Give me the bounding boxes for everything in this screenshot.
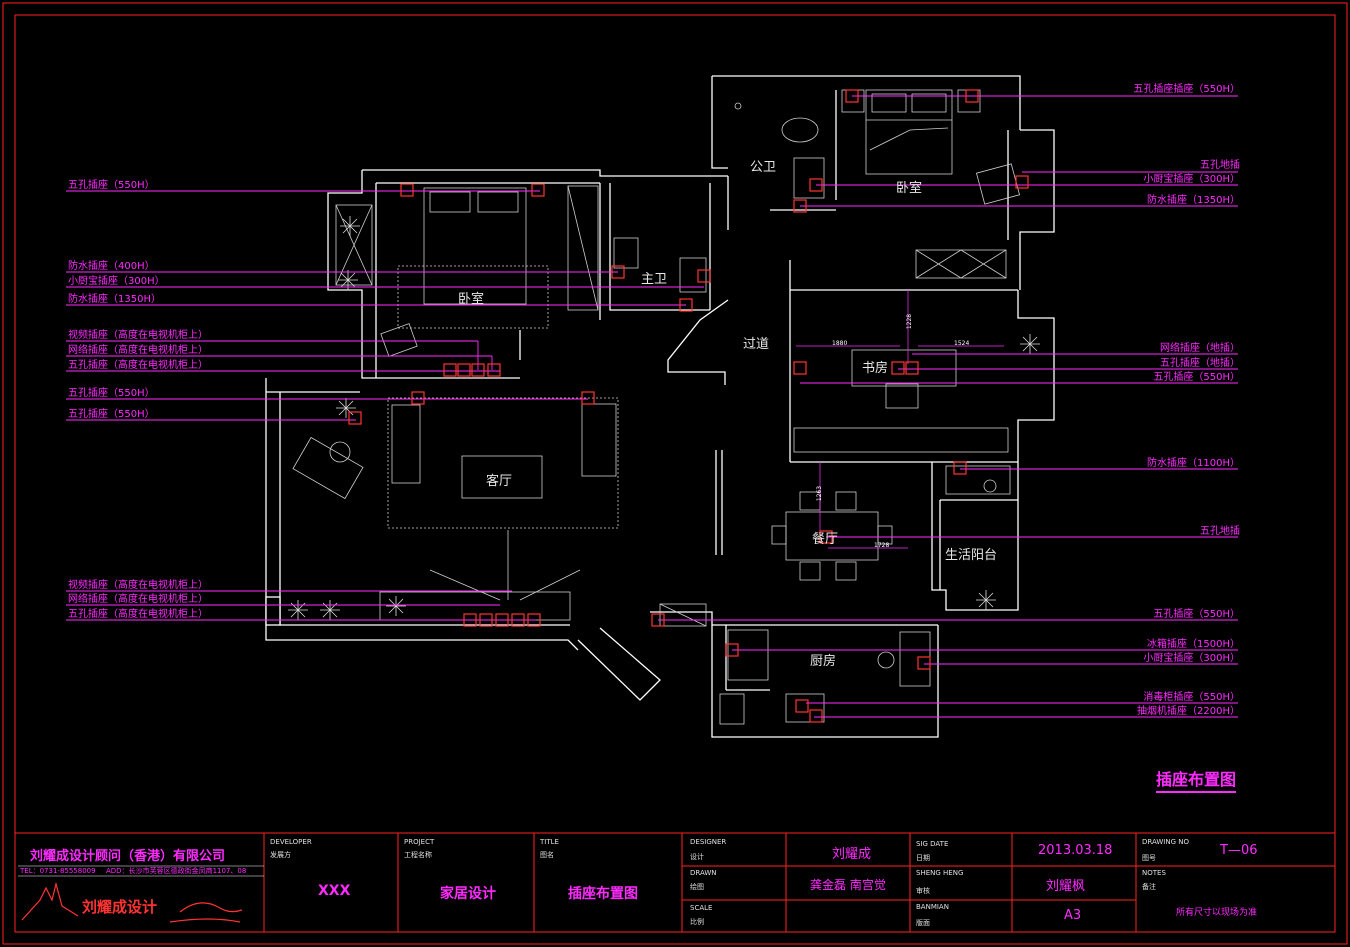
title-sub: 图名 [540,851,554,859]
right-label-8: 防水插座（1100H） [1147,458,1240,469]
room-second-bedroom: 卧室 [458,292,485,307]
banmian-label: BANMIAN [916,903,949,911]
dim-study-left: 1880 [832,340,848,347]
project-value: 家居设计 [440,886,496,902]
developer-label: DEVELOPER [270,838,312,846]
banmian-sub: 版面 [916,919,930,927]
room-living: 客厅 [486,474,513,489]
right-label-11: 冰箱插座（1500H） [1147,639,1240,650]
developer-sub: 发展方 [270,851,291,859]
sheng-heng-sub: 审核 [916,887,930,895]
designer-value: 刘耀成 [832,847,872,862]
scale-sub: 比例 [690,918,704,926]
date-value: 2013.03.18 [1038,843,1113,858]
left-label-7: 五孔插座（高度在电视机柜上） [68,360,208,371]
dim-study-right: 1524 [954,340,970,347]
drawn-value: 龚金磊 南宫觉 [810,878,886,892]
left-label-4: 防水插座（1350H） [68,294,161,305]
view-arrows [429,530,581,601]
project-sub: 工程名称 [404,851,432,859]
title-value: 插座布置图 [568,886,638,902]
sheet-title: 插座布置图 [1156,766,1237,793]
left-label-6: 网络插座（高度在电视机柜上） [68,345,208,356]
notes-label: NOTES [1142,869,1166,877]
dim-study-vertical: 1228 [906,313,914,330]
left-label-5: 视频插座（高度在电视机柜上） [68,330,208,341]
notes-value: 所有尺寸以现场为准 [1176,908,1258,918]
room-master-bedroom: 卧室 [896,181,923,196]
inner-frame [14,14,1336,933]
drawing-no-sub: 图号 [1142,854,1156,862]
drawing-no-label: DRAWING NO [1142,838,1189,846]
drawn-sub: 绘图 [690,883,704,891]
sig-date-label: SIG DATE [916,840,949,848]
right-label-12: 小厨宝插座（300H） [1143,653,1240,664]
title-label: TITLE [540,838,559,846]
title-block-grid [15,832,1335,932]
dimension-lines [796,290,1004,549]
right-label-13: 消毒柜插座（550H） [1143,692,1240,703]
socket-markers [348,89,1029,723]
sheng-heng-value: 刘耀枫 [1046,879,1086,894]
banmian-value: A3 [1064,908,1082,923]
drawing-no-value: T—06 [1220,843,1258,858]
room-public-bath: 公卫 [750,160,777,175]
right-label-10: 五孔插座（550H） [1153,609,1240,620]
designer-sub: 设计 [690,853,704,861]
room-balcony: 生活阳台 [945,548,998,563]
right-label-14: 抽烟机插座（2200H） [1137,706,1240,717]
left-label-10: 视频插座（高度在电视机柜上） [68,580,208,591]
company-tel: TEL：0731-85558009 [20,867,96,875]
sheng-heng-label: SHENG HENG [916,869,964,877]
leader-lines [66,95,1238,718]
company-address: ADD：长沙市芙蓉区德政街金凤商1107、08 [106,867,247,875]
right-label-5: 网络插座（地插） [1160,343,1240,354]
left-label-1: 五孔插座（550H） [68,180,155,191]
title-block-grid-white [18,865,264,877]
furniture [292,89,1021,725]
scale-label: SCALE [690,904,713,912]
right-label-2: 五孔地插 [1200,160,1240,171]
room-main-bath: 主卫 [641,272,668,287]
sig-date-sub: 日期 [916,854,930,862]
right-label-9: 五孔地插 [1200,526,1240,537]
drawn-label: DRAWN [690,869,717,877]
room-study: 书房 [862,361,889,376]
designer-label: DESIGNER [690,838,727,846]
room-corridor: 过道 [743,337,770,352]
developer-value: XXX [318,883,351,899]
company-name: 刘耀成设计顾问（香港）有限公司 [30,849,226,864]
left-label-12: 五孔插座（高度在电视机柜上） [68,609,208,620]
company-logo [21,881,243,923]
right-label-7: 五孔插座（550H） [1153,372,1240,383]
dim-dining-horizontal: 1728 [874,542,890,549]
room-dining: 餐厅 [812,532,839,547]
project-label: PROJECT [404,838,435,846]
room-kitchen: 厨房 [810,654,837,669]
right-label-1: 五孔插座插座（550H） [1133,84,1240,95]
right-label-4: 防水插座（1350H） [1147,195,1240,206]
walls [265,75,1055,738]
left-label-8: 五孔插座（550H） [68,388,155,399]
logo-text: 刘耀成设计 [82,898,158,916]
right-label-3: 小厨宝插座（300H） [1143,174,1240,185]
dim-dining-vertical: 1263 [816,485,824,502]
left-label-3: 小厨宝插座（300H） [68,276,165,287]
left-label-2: 防水插座（400H） [68,261,155,272]
left-label-11: 网络插座（高度在电视机柜上） [68,594,208,605]
left-label-9: 五孔插座（550H） [68,409,155,420]
notes-sub: 备注 [1142,883,1156,891]
right-label-6: 五孔插座（地插） [1160,358,1240,369]
